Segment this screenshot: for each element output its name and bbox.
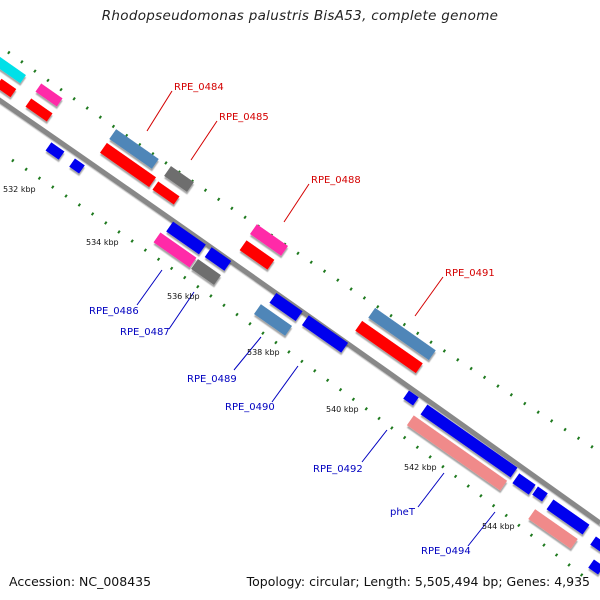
label-rpe-0492: RPE_0492 [313,464,363,475]
gene-blue[interactable] [546,499,590,535]
label-rpe-0484: RPE_0484 [174,82,224,93]
label-rpe-0490: RPE_0490 [225,402,275,413]
gene-rpe-0491[interactable] [368,307,436,361]
label-rpe-0487: RPE_0487 [120,327,170,338]
gene-rpe-0487[interactable] [191,259,221,285]
gene-pink[interactable] [35,83,63,107]
label-leaders [136,90,496,547]
gene-blue[interactable] [588,559,600,575]
map-title: Rhodopseudomonas palustris BisA53, compl… [101,8,499,24]
label-phet: pheT [390,507,416,518]
label-rpe-0486: RPE_0486 [89,306,139,317]
scale-label: 532 kbp [3,185,36,194]
gene-blue[interactable] [512,473,536,495]
scale-label: 542 kbp [404,463,437,472]
outer-tick-ring [7,50,600,454]
gene-blue[interactable] [532,486,548,502]
scale-label: 536 kbp [167,292,200,301]
label-rpe-0489: RPE_0489 [187,374,237,385]
gene-blue[interactable] [166,221,206,255]
label-rpe-0488: RPE_0488 [311,175,361,186]
scale-label: 538 kbp [247,348,280,357]
gene-blue[interactable] [69,158,85,174]
gene-red[interactable] [25,98,53,122]
gene-red[interactable] [239,240,275,270]
gene-red[interactable] [99,142,157,188]
gene-rpe-0486[interactable] [153,232,197,268]
gene-phet[interactable] [420,404,518,478]
accession-text: Accession: NC_008435 [9,574,152,589]
gene-rpe-0488[interactable] [249,224,289,256]
gene-red[interactable] [152,181,180,205]
gene-blue[interactable] [269,292,303,322]
inner-tick-ring [11,158,589,582]
label-rpe-0494: RPE_0494 [421,546,471,557]
gene-rpe-0484[interactable] [109,129,159,169]
label-rpe-0491: RPE_0491 [445,268,495,279]
gene-rpe-0494[interactable] [528,509,578,549]
genome-summary-text: Topology: circular; Length: 5,505,494 bp… [246,574,590,589]
scale-label: 534 kbp [86,238,119,247]
gene-blue[interactable] [590,536,600,552]
gene-cyan[interactable] [0,56,26,84]
gene-rpe-0489[interactable] [253,304,293,336]
gene-rpe-0490[interactable] [301,315,349,353]
gene-rpe-0492[interactable] [403,390,419,406]
gene-red[interactable] [0,78,17,98]
gene-salmon[interactable] [406,415,508,491]
gene-features [0,56,600,575]
gene-blue[interactable] [204,247,232,271]
gene-red[interactable] [355,320,423,374]
gene-blue[interactable] [45,142,65,160]
scale-label: 540 kbp [326,405,359,414]
label-rpe-0485: RPE_0485 [219,112,269,123]
gene-rpe-0485[interactable] [164,166,194,192]
scale-label: 544 kbp [482,522,515,531]
